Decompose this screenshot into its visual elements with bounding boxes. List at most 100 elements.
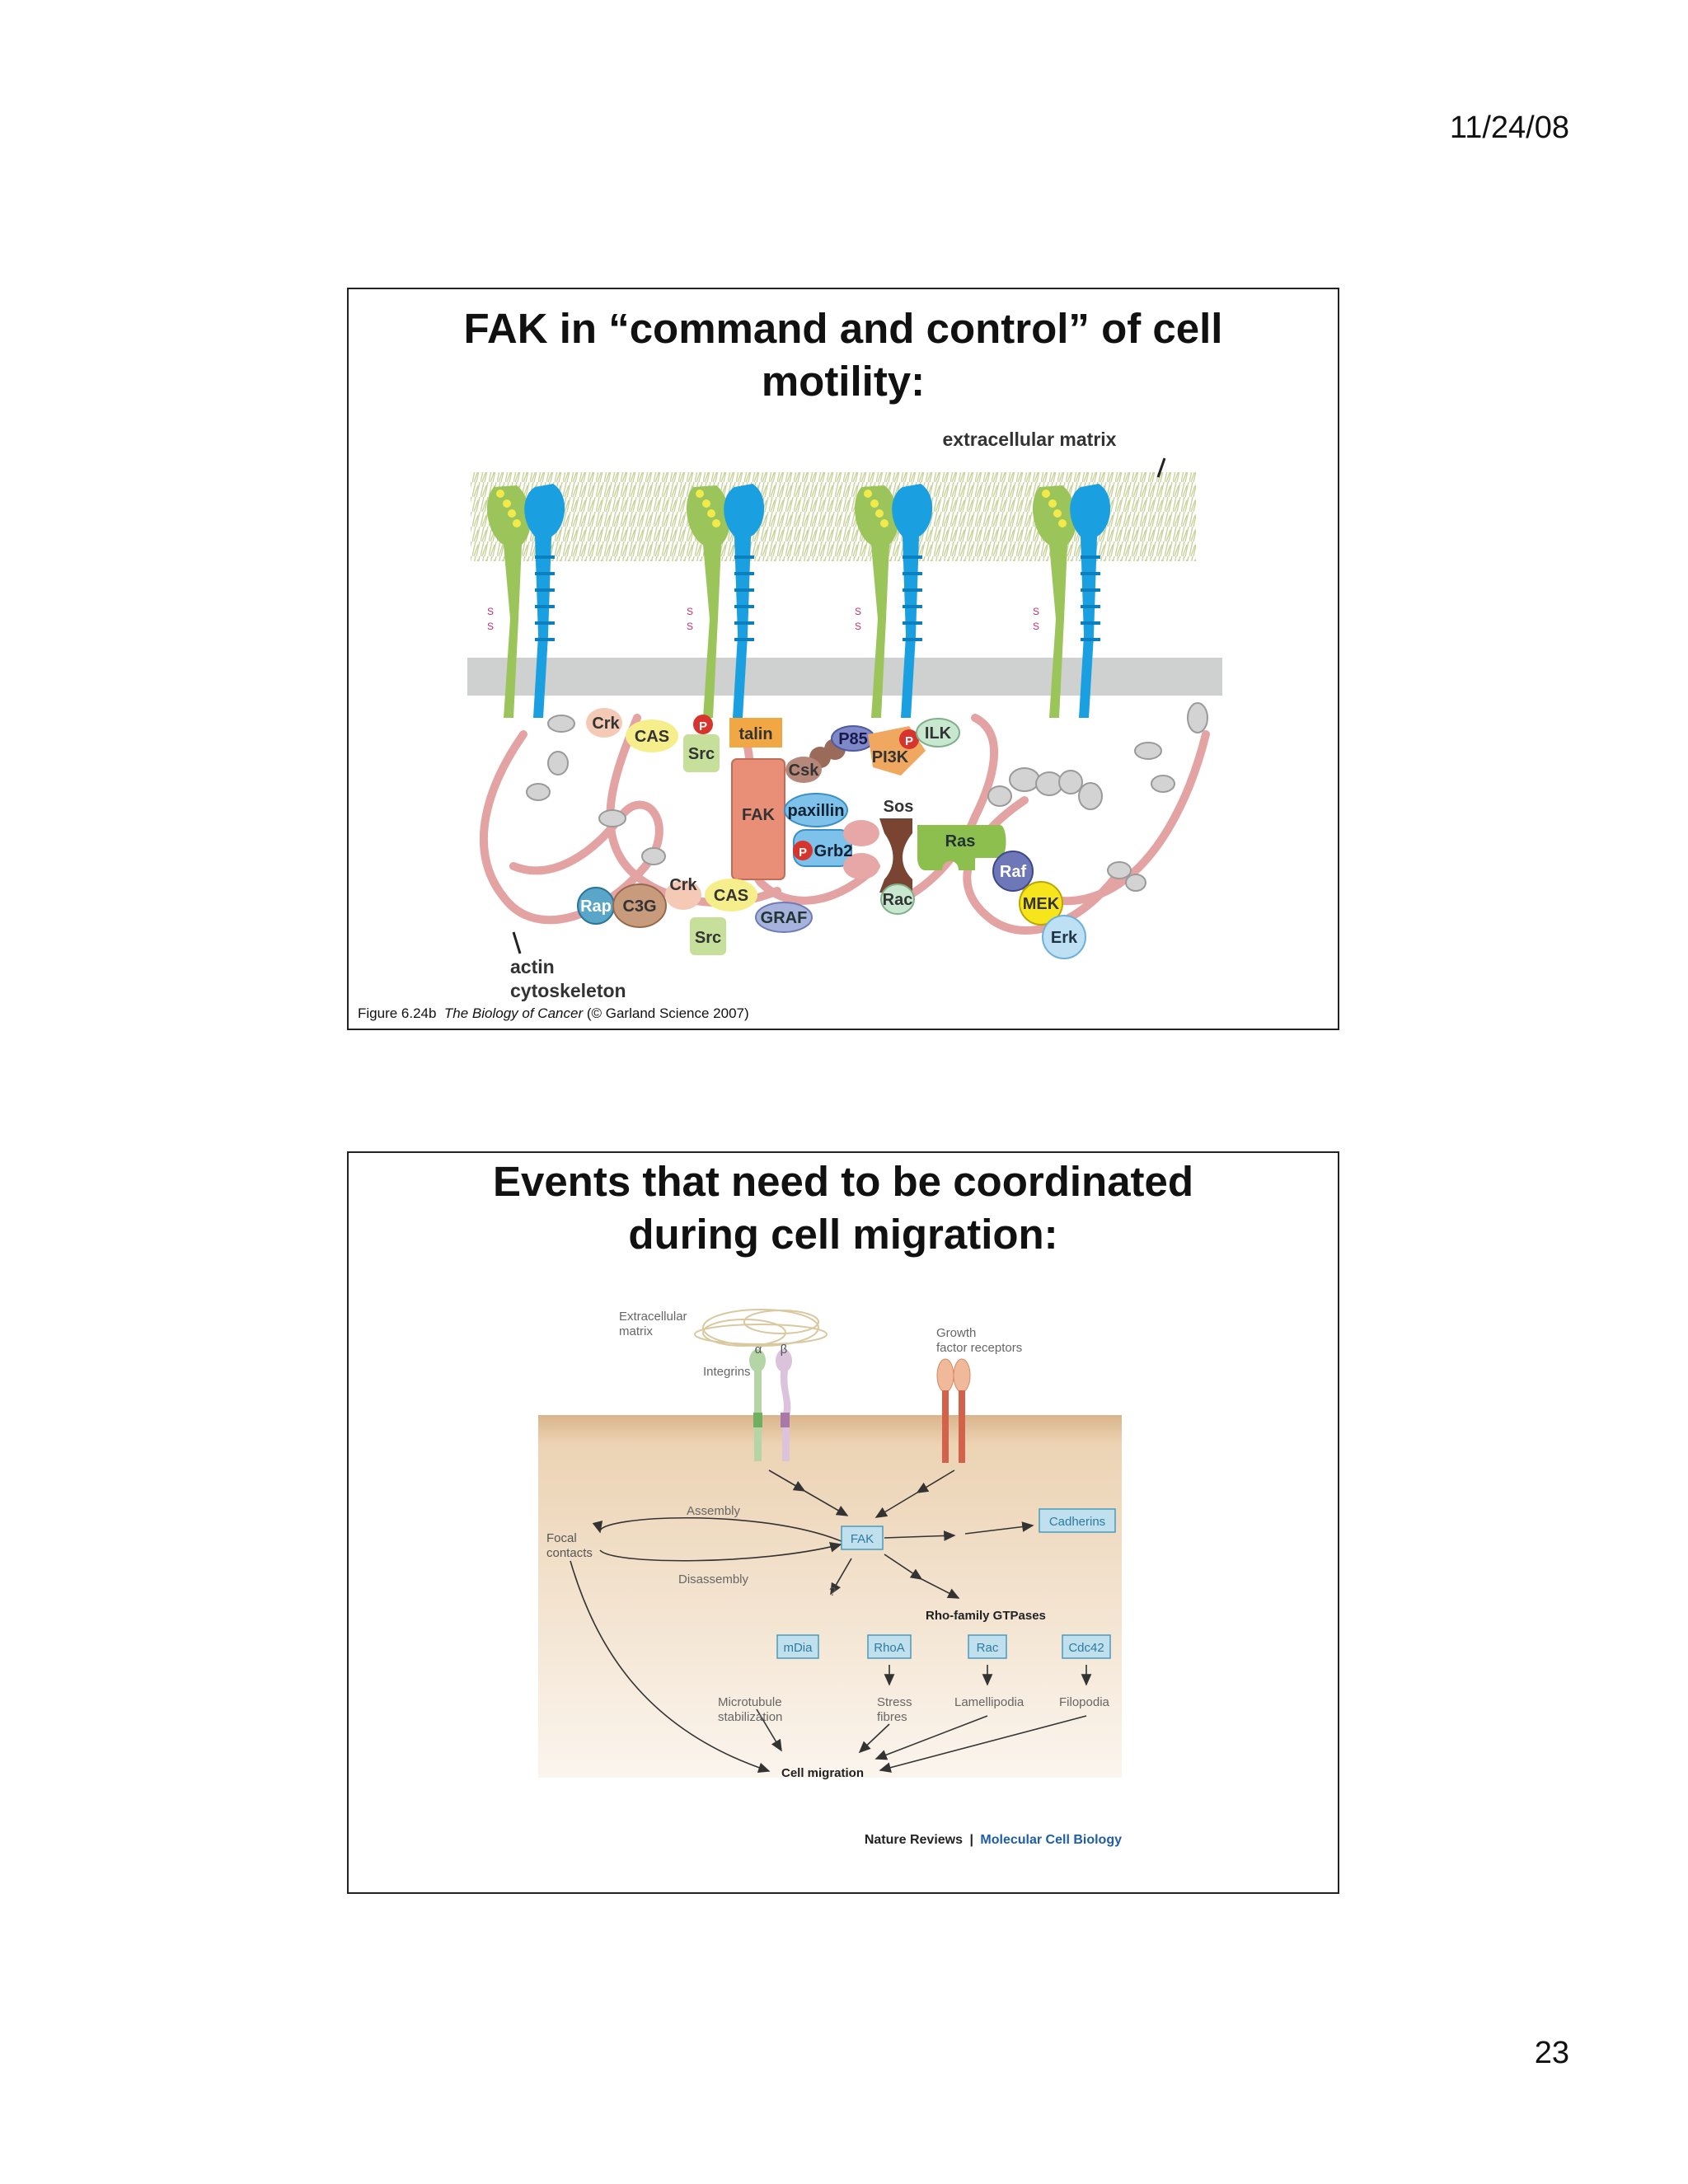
node-cadherins (1039, 1508, 1116, 1533)
svg-text:MEK: MEK (1023, 895, 1060, 913)
node-cas-lower (705, 879, 757, 912)
node-rhoa (867, 1634, 912, 1659)
svg-text:P: P (799, 846, 807, 860)
node-crk-upper (586, 708, 622, 738)
journal-name: Nature Reviews (865, 1833, 963, 1847)
node-cas-upper (626, 719, 678, 752)
node-ras (917, 825, 1006, 870)
svg-text:Src: Src (688, 745, 715, 763)
slide-fak-command-control: FAK in “command and control” of cell mot… (347, 288, 1339, 1030)
svg-text:S: S (487, 621, 494, 632)
integrin-pair-2: SS (686, 484, 765, 718)
question-mark: ? (829, 1585, 836, 1599)
svg-text:Cadherins: Cadherins (1049, 1515, 1105, 1529)
svg-text:S: S (687, 621, 693, 632)
svg-text:PI3K: PI3K (872, 748, 909, 766)
svg-text:RhoA: RhoA (874, 1641, 905, 1655)
svg-text:P85: P85 (838, 730, 868, 748)
svg-text:α: α (755, 1343, 762, 1357)
header-date: 11/24/08 (1449, 110, 1569, 145)
rho-family-label: Rho-family GTPases (926, 1609, 1046, 1623)
slide-title-text: FAK in “command and control” of cell mot… (463, 305, 1223, 405)
svg-text:FAK: FAK (742, 806, 776, 824)
svg-text:Rac: Rac (883, 891, 913, 909)
node-src-upper (683, 734, 720, 772)
actin-label: actin (510, 956, 555, 977)
node-mek (1019, 881, 1063, 926)
node-erk (1042, 915, 1086, 959)
node-talin (729, 718, 782, 748)
svg-text:S: S (855, 606, 861, 617)
ecm-fibres (694, 1309, 828, 1347)
integrin-pair-4: SS (1032, 484, 1111, 718)
cell-membrane (467, 658, 1222, 696)
svg-text:mDia: mDia (783, 1641, 813, 1655)
svg-text:CAS: CAS (635, 728, 669, 746)
filopodia-label: Filopodia (1059, 1695, 1110, 1709)
node-ilk (916, 718, 960, 748)
svg-text:β: β (781, 1343, 788, 1357)
svg-text:S: S (855, 621, 861, 632)
phospho-pi3k (899, 729, 919, 749)
svg-text:Src: Src (695, 929, 721, 947)
svg-text:talin: talin (738, 725, 772, 743)
cell-migration-label: Cell migration (781, 1766, 864, 1780)
node-graf (755, 902, 813, 933)
integrin-pair-1: SS (486, 484, 565, 718)
integrin-pair-3: SS (854, 484, 933, 718)
ecm-label: extracellular matrix (943, 429, 1117, 450)
svg-text:P: P (905, 734, 913, 748)
slide-title: FAK in “command and control” of cell mot… (349, 302, 1338, 408)
phospho-grb2 (793, 841, 813, 860)
node-fak (731, 758, 785, 880)
node-paxillin (784, 793, 848, 827)
node-csk (785, 757, 822, 783)
caption-suffix: (© Garland Science 2007) (586, 1005, 749, 1021)
svg-text:CAS: CAS (714, 887, 748, 905)
node-mdia (776, 1634, 819, 1659)
figure-caption: Figure 6.24b The Biology of Cancer (© Ga… (358, 1005, 749, 1022)
lamellipodia-label: Lamellipodia (954, 1695, 1025, 1709)
ecm-pointer (1156, 457, 1166, 478)
caption-book: The Biology of Cancer (443, 1005, 584, 1021)
node-fak (841, 1526, 884, 1550)
svg-text:GRAF: GRAF (761, 909, 808, 927)
fak-signaling-diagram: extracellular matrix SS (467, 429, 1222, 1001)
svg-text:Crk: Crk (669, 876, 697, 894)
integrins-label: Integrins (703, 1365, 751, 1379)
svg-text:Erk: Erk (1051, 929, 1078, 947)
svg-text:ILK: ILK (925, 724, 952, 743)
node-rac (968, 1634, 1007, 1659)
caption-prefix: Figure 6.24b (358, 1005, 437, 1021)
actin-pointer (512, 931, 522, 954)
svg-text:P: P (699, 719, 707, 733)
node-rac (880, 883, 915, 915)
signaling-complex: Crk CAS Src P talin FAK Csk P85 PI3K P I… (577, 708, 1086, 959)
cytoplasm (538, 1415, 1122, 1778)
integrin-pairs: SS SS SS SS (486, 484, 1111, 718)
integrin-receptor (749, 1349, 792, 1461)
svg-text:Raf: Raf (1000, 863, 1027, 881)
svg-text:Rac: Rac (977, 1641, 999, 1655)
label-sos: Sos (884, 798, 914, 816)
svg-text:paxillin: paxillin (788, 802, 845, 820)
node-sos (879, 818, 912, 893)
linker-proteins (526, 702, 1208, 892)
slide-title-text: Events that need to be coordinated durin… (492, 1158, 1194, 1258)
phospho-src (693, 715, 713, 734)
svg-text:S: S (1033, 621, 1039, 632)
node-cdc42 (1062, 1634, 1111, 1659)
svg-text:Cdc42: Cdc42 (1068, 1641, 1104, 1655)
svg-text:Grb2: Grb2 (814, 842, 853, 860)
svg-text:S: S (687, 606, 693, 617)
journal-credit: Nature Reviews | Molecular Cell Biology (865, 1833, 1122, 1847)
assembly-label: Assembly (687, 1504, 741, 1518)
journal-sep: | (969, 1833, 973, 1847)
growth-factor-receptor (936, 1358, 971, 1463)
disassembly-label: Disassembly (678, 1572, 749, 1586)
